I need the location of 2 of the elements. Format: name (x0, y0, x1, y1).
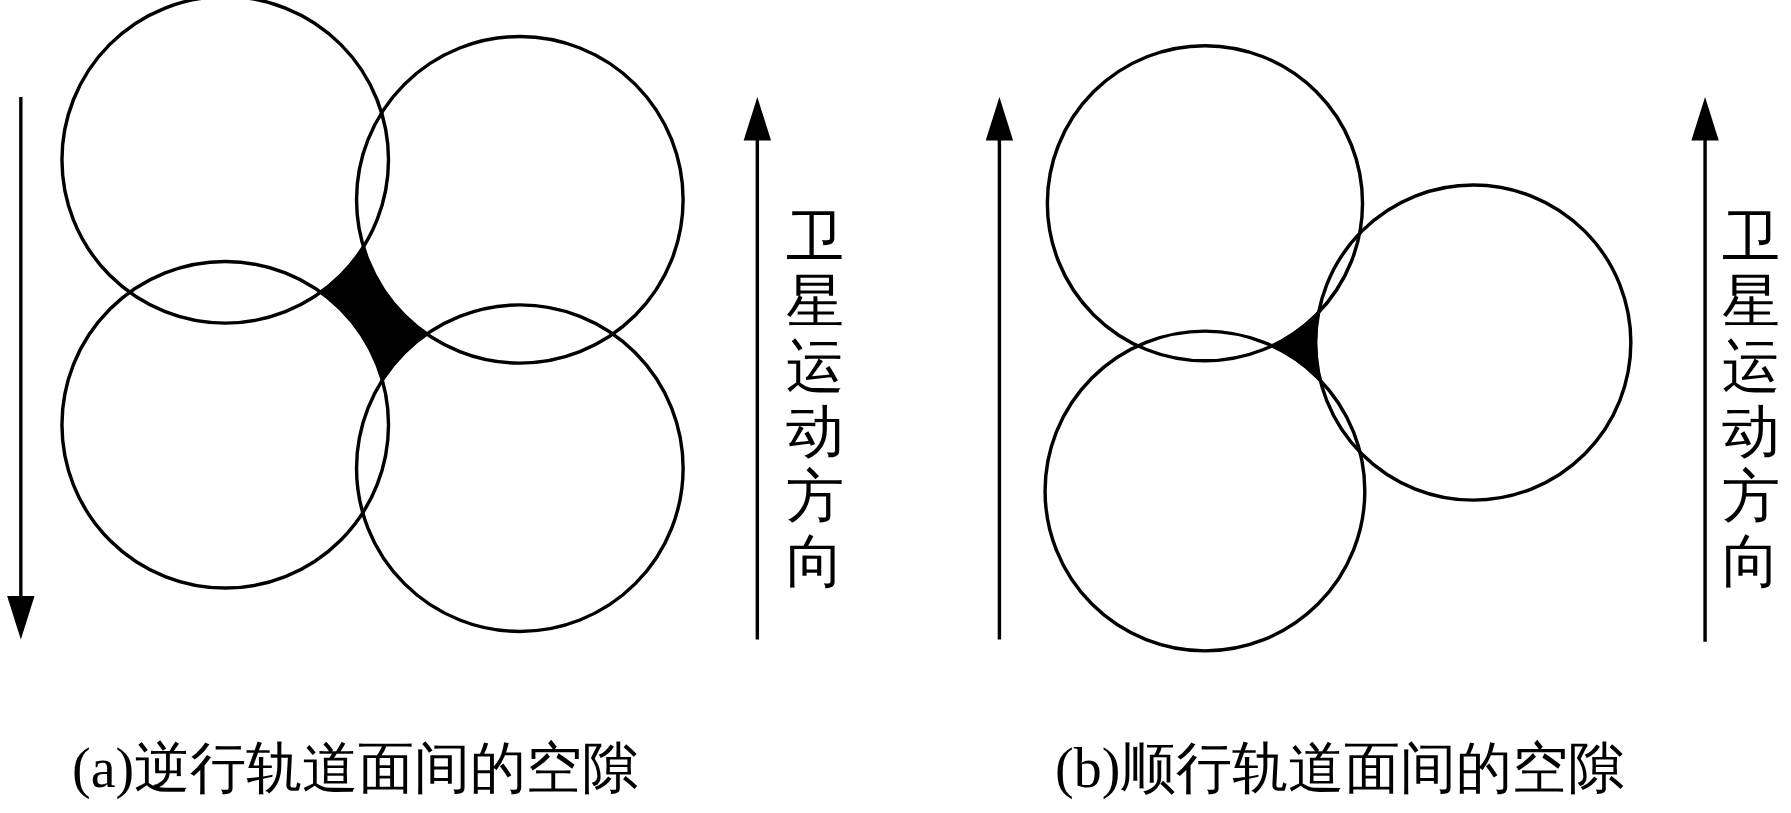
direction-label: 卫星运动方向 (1722, 205, 1780, 595)
direction-label: 卫星运动方向 (786, 205, 844, 595)
